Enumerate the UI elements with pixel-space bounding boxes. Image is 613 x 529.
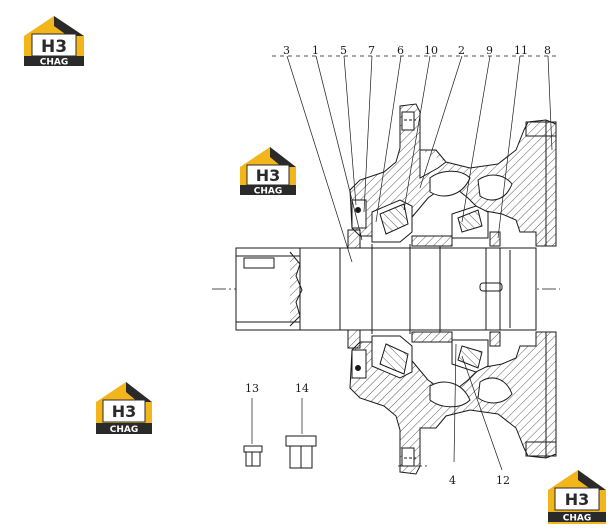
logo-text: CHAG (254, 187, 283, 197)
callout-12: 12 (496, 474, 510, 487)
callout-7: 7 (368, 44, 375, 57)
hub-assembly-drawing (212, 55, 560, 475)
callout-labels: 3 1 5 7 6 10 2 9 11 8 4 12 13 14 (245, 44, 551, 487)
bearing-lower (371, 331, 489, 379)
callout-13: 13 (245, 382, 259, 395)
seal-rings (347, 199, 501, 379)
callout-14: 14 (295, 382, 309, 395)
logo-mark: H3 (112, 402, 137, 421)
logo-text: CHAG (563, 514, 592, 524)
callout-4: 4 (449, 474, 456, 487)
part-14-bushing (285, 435, 317, 469)
logo-mark: H3 (565, 490, 590, 509)
leader-lines (251, 55, 560, 471)
callout-3: 3 (283, 44, 290, 57)
bearing-upper (371, 199, 489, 247)
logo-mark: H3 (41, 37, 67, 57)
logo-text: CHAG (110, 425, 139, 435)
callout-8: 8 (544, 44, 551, 57)
callout-2: 2 (458, 44, 465, 57)
callout-10: 10 (424, 44, 438, 57)
callout-5: 5 (340, 44, 347, 57)
callout-11: 11 (514, 44, 528, 57)
callout-1: 1 (312, 44, 319, 57)
part-13-plug (243, 445, 263, 467)
logo-lower-left: H3 CHAG (96, 382, 152, 435)
logo-text: CHAG (40, 58, 69, 68)
logo-mark: H3 (256, 166, 281, 185)
callout-9: 9 (486, 44, 493, 57)
logo-middle: H3 CHAG (240, 147, 296, 197)
logo-top-left: H3 CHAG (24, 16, 84, 68)
logo-bottom-right: H3 CHAG (548, 470, 606, 524)
shaft (235, 244, 537, 334)
callout-6: 6 (397, 44, 404, 57)
